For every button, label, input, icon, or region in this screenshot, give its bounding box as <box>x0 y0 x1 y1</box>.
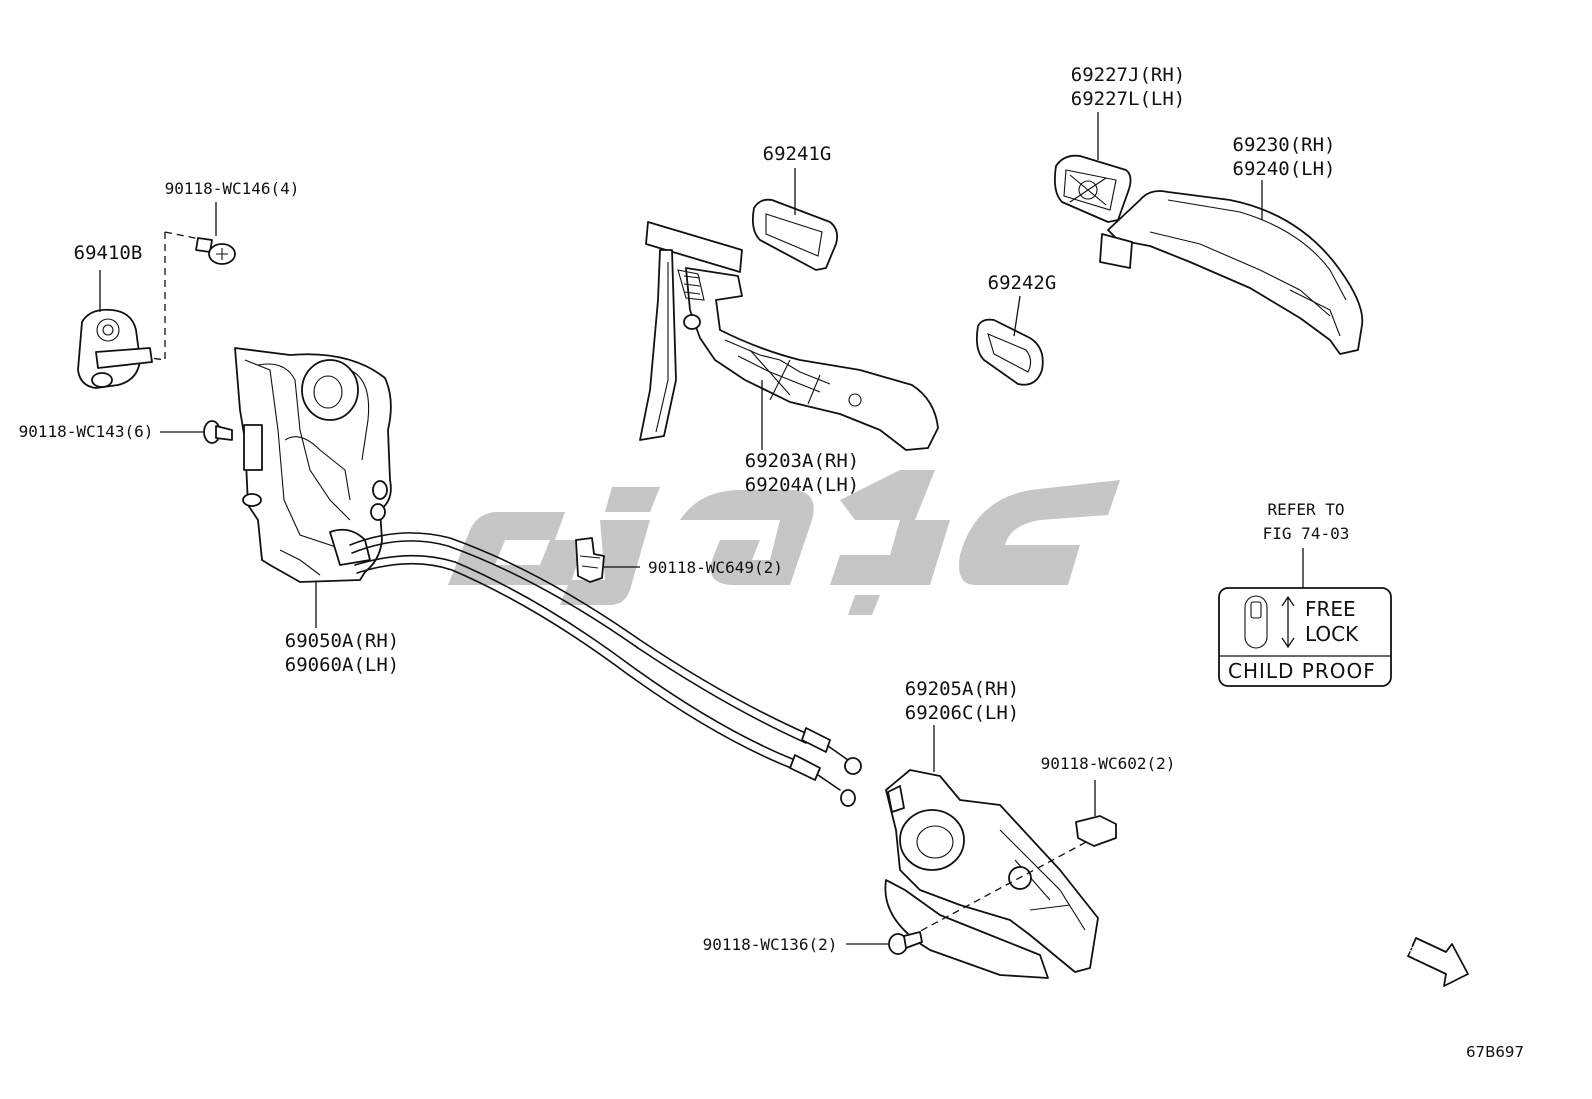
part-label: 90118-WC146(4) <box>164 179 300 198</box>
part-label: 90118-WC649(2) <box>648 558 783 577</box>
gasket-69242g-drawing <box>975 295 1044 386</box>
screw-wc143-drawing <box>160 420 233 444</box>
bracket-69410b-drawing <box>77 308 153 389</box>
drawing-code: 67B697 <box>1466 1043 1525 1061</box>
dashed-guide <box>164 231 206 241</box>
part-label: 69227J(RH) 69227L(LH) <box>1070 64 1186 110</box>
handle-frame-69203a-drawing <box>639 221 939 451</box>
clip-wc602-drawing <box>1075 780 1117 847</box>
child-proof-free: FREE <box>1305 597 1356 621</box>
fwd-arrow <box>1407 937 1469 987</box>
cover-69227j-drawing <box>1053 112 1132 223</box>
part-label: 90118-WC602(2) <box>1040 754 1176 773</box>
part-label: 69203A(RH) 69204A(LH) <box>744 450 860 496</box>
child-proof-lock: LOCK <box>1305 622 1359 646</box>
part-label: 90118-WC136(2) <box>702 935 838 954</box>
part-label: 69230(RH) 69240(LH) <box>1232 134 1336 180</box>
part-label: 90118-WC143(6) <box>18 422 154 441</box>
outside-handle-69230-drawing <box>1099 190 1364 355</box>
screw-wc136-drawing <box>846 931 923 955</box>
part-label: 69050A(RH) 69060A(LH) <box>284 630 400 676</box>
dashed-guide <box>129 232 166 361</box>
clip-wc649-drawing <box>575 537 640 583</box>
watermark-logo <box>448 470 1120 615</box>
child-proof-title: CHILD PROOF <box>1228 659 1376 683</box>
door-lock-69050a-drawing <box>234 347 392 583</box>
child-proof-box <box>1218 587 1392 687</box>
part-label: 69410B <box>73 242 143 264</box>
refer-note: REFER TO FIG 74-03 <box>1262 500 1350 543</box>
part-label: 69205A(RH) 69206C(LH) <box>904 678 1020 724</box>
gasket-69241g-drawing <box>751 168 839 271</box>
release-cables <box>349 532 862 807</box>
screw-wc146-drawing <box>195 237 236 265</box>
part-label: 69242G <box>987 272 1057 294</box>
part-label: 69241G <box>762 143 832 165</box>
